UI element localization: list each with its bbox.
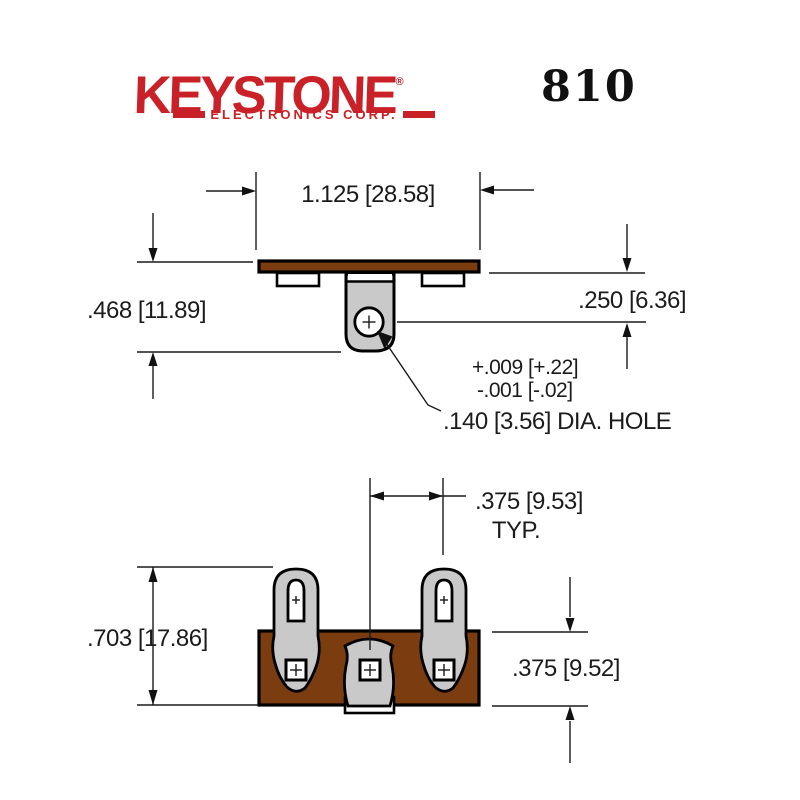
dim-overall-height: .703 [17.86] [87,566,273,706]
arrowhead-right-icon [242,186,256,196]
arrowhead-left-icon [480,185,494,195]
solder-lug-right [419,567,469,693]
solder-lug-center [343,637,395,708]
component-side-view [257,259,481,353]
dim-lug-offset-label: .250 [6.36] [578,287,686,314]
mount-tab-left [275,271,321,288]
dim-lug-spacing: .375 [9.53] TYP. [369,478,583,650]
arrowhead-up-icon [148,352,158,366]
dim-typ-label: TYP. [492,517,540,544]
dim-board-height-label: .375 [9.52] [512,655,620,682]
bottom-view: .375 [9.53] TYP. .703 [17.86] .37 [87,478,620,763]
hole-dim-label: .140 [3.56] DIA. HOLE [443,408,671,435]
dim-board-height: .375 [9.52] [492,577,620,763]
dim-overall-height-label: .703 [17.86] [87,625,208,652]
arrowhead-up-icon [565,706,575,720]
logo-bar-left [173,111,206,118]
lug-body [271,567,321,693]
arrowhead-up-icon [148,567,158,582]
part-number: 810 [541,62,637,112]
registered-trademark: ® [395,76,404,88]
center-mark-icon [290,664,302,676]
leader-line [383,339,442,412]
lug-slot-gap [348,274,392,281]
hole-tolerance-plus-label: +.009 [+.22] [472,356,578,379]
keystone-logo-wordmark: KEYSTONE® [133,58,431,125]
arrowhead-up-icon [622,323,632,337]
leader-arrowhead-icon [377,331,393,349]
center-mark-icon [440,596,448,604]
center-mark-icon [292,596,300,604]
dim-height-left: .468 [11.89] [87,213,341,399]
dim-width-label: 1.125 [28.58] [301,181,435,208]
dim-height-left-label: .468 [11.89] [87,297,206,324]
hole-callout: +.009 [+.22] -.001 [-.02] .140 [3.56] DI… [377,331,672,435]
dim-lug-offset: .250 [6.36] [397,224,687,369]
keystone-logo-subtitle-row: ELECTRONICS CORP. [133,107,435,122]
arrowhead-down-icon [148,690,158,705]
top-view: 1.125 [28.58] .468 [11.89] [87,172,687,435]
brand-text: KEYSTONE [132,66,397,125]
center-mark-icon [362,315,376,329]
arrowhead-down-icon [565,618,575,632]
center-mark-icon [438,664,450,676]
solder-lug-left [271,567,321,693]
board-side-view [257,259,481,274]
lug-body [419,567,469,693]
keystone-logo-subtitle: ELECTRONICS CORP. [210,107,398,122]
center-mark-icon [364,664,376,676]
hole-tolerance-minus-label: -.001 [-.02] [477,379,573,402]
keystone-logo: KEYSTONE® ELECTRONICS CORP. [133,58,435,125]
arrowhead-down-icon [622,258,632,272]
dim-width: 1.125 [28.58] [206,172,534,250]
logo-bar-right [402,111,435,118]
mount-tab-right [420,271,466,288]
arrowhead-down-icon [148,248,158,262]
arrowhead-right-icon [429,491,443,501]
arrowhead-left-icon [370,491,384,501]
dim-lug-spacing-label: .375 [9.53] [475,488,583,515]
